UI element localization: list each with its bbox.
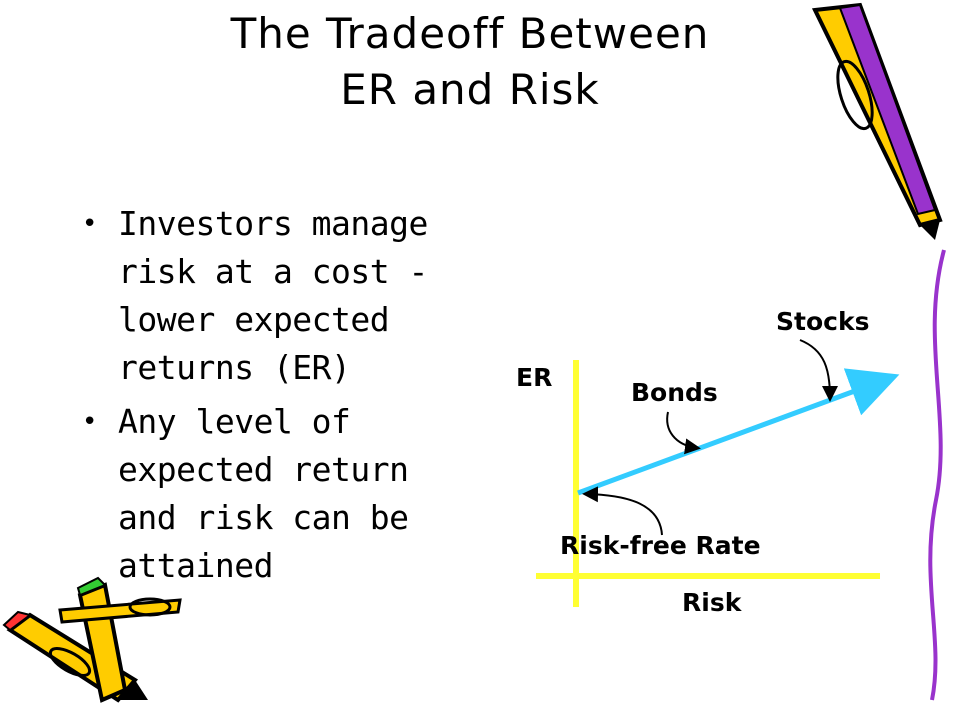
bullet-dot-icon: • bbox=[82, 407, 98, 437]
y-axis-label: ER bbox=[516, 363, 552, 392]
risk-free-pointer bbox=[582, 486, 663, 536]
title-line-1: The Tradeoff Between bbox=[230, 9, 710, 58]
x-axis-label: Risk bbox=[682, 588, 743, 617]
pencil-top-right-icon bbox=[811, 2, 943, 240]
slide-title: The Tradeoff Between ER and Risk bbox=[150, 6, 790, 118]
stocks-label: Stocks bbox=[776, 307, 869, 336]
bonds-label: Bonds bbox=[631, 378, 718, 407]
bullet-text: Investors manage risk at a cost - lower … bbox=[118, 204, 428, 387]
pencil-bottom-left-second-icon bbox=[58, 576, 182, 703]
bullet-text: Any level of expected return and risk ca… bbox=[118, 402, 409, 585]
title-line-2: ER and Risk bbox=[340, 65, 600, 114]
risk-free-label: Risk-free Rate bbox=[560, 531, 761, 560]
bonds-pointer bbox=[666, 411, 701, 455]
bullet-dot-icon: • bbox=[82, 209, 98, 239]
bullet-item: • Any level of expected return and risk … bbox=[80, 398, 480, 590]
stocks-pointer bbox=[799, 339, 838, 402]
purple-curve-icon bbox=[928, 249, 946, 701]
bullet-item: • Investors manage risk at a cost - lowe… bbox=[80, 200, 480, 392]
tradeoff-line bbox=[577, 368, 900, 496]
bullet-list: • Investors manage risk at a cost - lowe… bbox=[80, 200, 480, 596]
